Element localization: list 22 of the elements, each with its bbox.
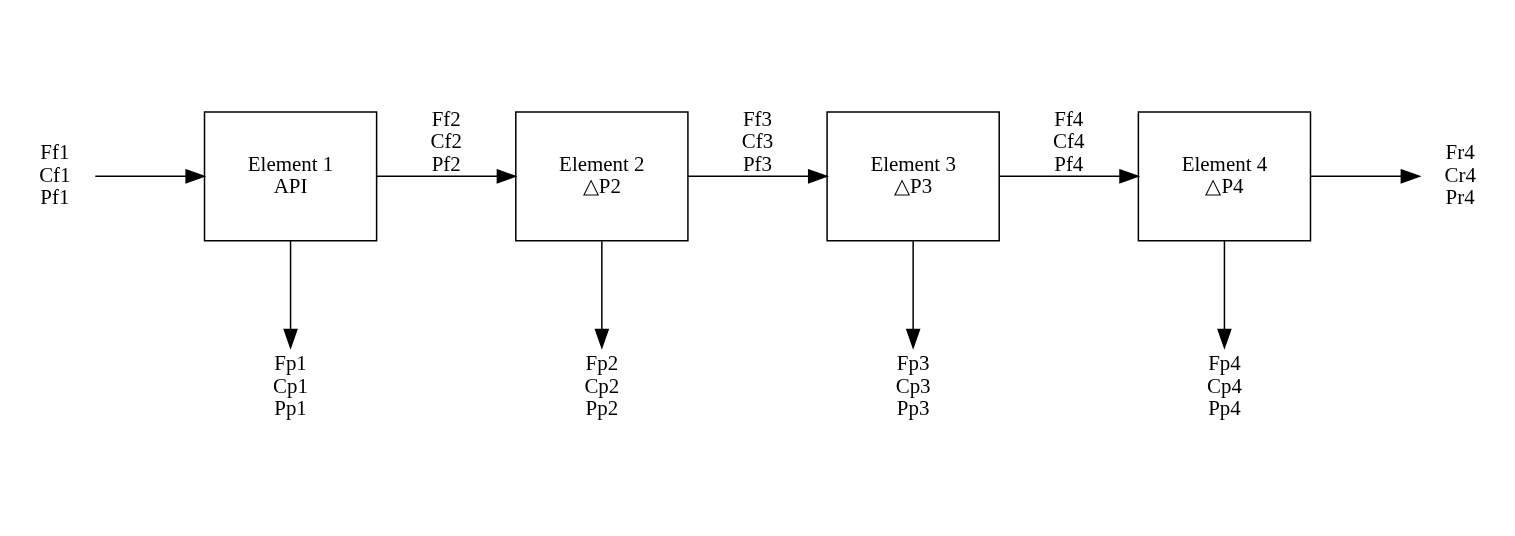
edge-label: Ff4 Cf4 Pf4 <box>1053 106 1085 176</box>
node-box: Element 1 API <box>203 111 378 242</box>
arrow <box>1217 240 1232 350</box>
edge-label: Ff2 Cf2 Pf2 <box>430 106 462 176</box>
arrow <box>687 169 829 184</box>
node-text: Ff1 Cf1 Pf1 <box>39 140 71 210</box>
node-text: Fp2 Cp2 Pp2 <box>584 351 620 421</box>
node-text: Fp4 Cp4 Pp4 <box>1206 351 1242 421</box>
arrow <box>375 169 518 184</box>
arrow <box>1309 169 1422 184</box>
node-text: Fp3 Cp3 Pp3 <box>895 351 931 421</box>
node-box: Element 2 △P2 <box>515 111 689 242</box>
node-text: Fr4 Cr4 Pr4 <box>1444 140 1476 210</box>
arrow <box>998 169 1141 184</box>
node-text: Fp1 Cp1 Pp1 <box>273 351 309 421</box>
arrow <box>594 240 610 350</box>
arrow <box>905 240 921 350</box>
node-box: Element 3 △P3 <box>826 111 1000 242</box>
arrow <box>94 169 207 184</box>
node-box: Element 4 △P4 <box>1137 111 1312 242</box>
arrow <box>283 240 298 350</box>
edge-label: Ff3 Cf3 Pf3 <box>741 106 774 176</box>
